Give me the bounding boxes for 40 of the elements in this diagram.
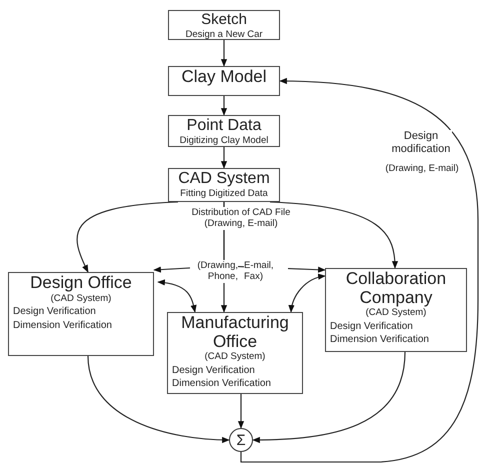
box-subtitle: Digitizing Clay Model (178, 134, 270, 147)
box-title: Design Office (29, 274, 133, 293)
box-title: Manufacturing Office (180, 314, 290, 352)
process-box (8, 272, 154, 356)
box-text: Design Verification (13, 305, 97, 319)
arrow (270, 201, 398, 269)
box-subtitle: Fitting Digitized Data (179, 188, 269, 200)
box-text: Dimension Verification (13, 318, 113, 332)
box-text: Design Verification (172, 364, 256, 378)
box-subtitle: (CAD System) (204, 351, 266, 364)
arrow (220, 147, 228, 169)
box-subtitle: (CAD System) (364, 307, 428, 320)
process-box (168, 115, 280, 147)
arrow (87, 356, 230, 443)
arrow (220, 40, 228, 67)
box-text: Dimension Verification (172, 377, 272, 391)
process-box (168, 66, 280, 96)
box-subtitle: Design a New Car (184, 28, 264, 41)
process-box (325, 268, 467, 352)
box-title: Collaboration Company (344, 270, 448, 308)
arrow (238, 394, 244, 429)
arrow (252, 352, 406, 443)
process-box (167, 312, 303, 394)
arrow (240, 78, 479, 463)
box-title: Sketch (200, 12, 248, 28)
box-title: Clay Model (180, 68, 268, 87)
box-title: Point Data (186, 117, 262, 135)
arrow (288, 274, 326, 313)
box-text: Design Verification (330, 320, 414, 334)
box-text: Dimension Verification (330, 333, 430, 347)
box-subtitle: (CAD System) (50, 292, 112, 306)
edge-label: (Drawing, Phone, (190, 260, 238, 283)
arrow (220, 96, 228, 116)
sum-symbol: Σ (236, 432, 246, 448)
edge-label: E-mail, Fax) (244, 260, 288, 283)
box-title: CAD System (177, 170, 271, 188)
arrow (76, 201, 178, 273)
arrow (157, 280, 197, 313)
process-box (168, 10, 280, 40)
process-box (168, 168, 280, 202)
